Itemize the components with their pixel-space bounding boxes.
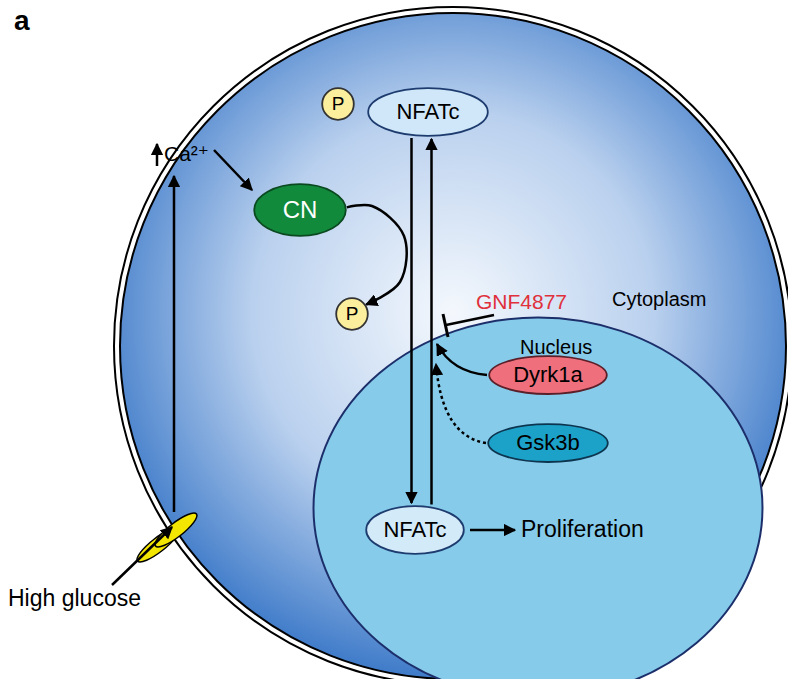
node-text: NFATc [396, 100, 459, 124]
phosphate-circle: P [335, 297, 369, 331]
node-text: NFATc [383, 518, 446, 542]
kinase-box: Dyrk1a [488, 355, 608, 395]
phosphate-circle: P [321, 87, 355, 121]
node-text: Dyrk1a [513, 363, 583, 387]
nfat-protein: NFATc [365, 505, 465, 555]
ion-label: Ca²⁺ [164, 142, 209, 165]
nfat-protein-fill [366, 506, 464, 554]
pathway-arrow [430, 139, 433, 504]
nuclear-envelope [314, 318, 763, 679]
kinase-box-fill [489, 356, 607, 394]
outcome-arrow [470, 529, 515, 532]
nfat-protein-fill [368, 88, 488, 136]
compartment-label: Nucleus [520, 336, 592, 358]
signal-arrow [173, 176, 176, 512]
calcineurin-fill [254, 184, 346, 236]
nucleus: NucleusDyrk1aGsk3bNFATc [312, 316, 764, 679]
node-text: P [332, 94, 345, 115]
node-text: P [346, 304, 359, 325]
pathway-arrow [410, 138, 413, 503]
kinase-box-fill [488, 424, 608, 462]
cell: CytoplasmPNFATcCNPNucleusDyrk1aGsk3bNFAT… [112, 5, 788, 679]
outcome-label: Proliferation [521, 517, 644, 542]
phosphate-circle-fill [336, 298, 368, 330]
nfat-protein: NFATc [367, 87, 489, 137]
panel-letter: a [14, 6, 30, 37]
calcineurin: CN [253, 183, 347, 237]
drug-label: GNF4877 [476, 290, 567, 313]
stimulus-label: High glucose [8, 586, 141, 611]
kinase-box: Gsk3b [487, 423, 609, 463]
glucose-arrow [112, 527, 172, 585]
increase-arrow [156, 144, 159, 166]
compartment-label: Cytoplasm [612, 288, 706, 310]
phosphate-circle-fill [322, 88, 354, 120]
node-text: CN [283, 197, 318, 223]
node-text: Gsk3b [516, 431, 580, 455]
